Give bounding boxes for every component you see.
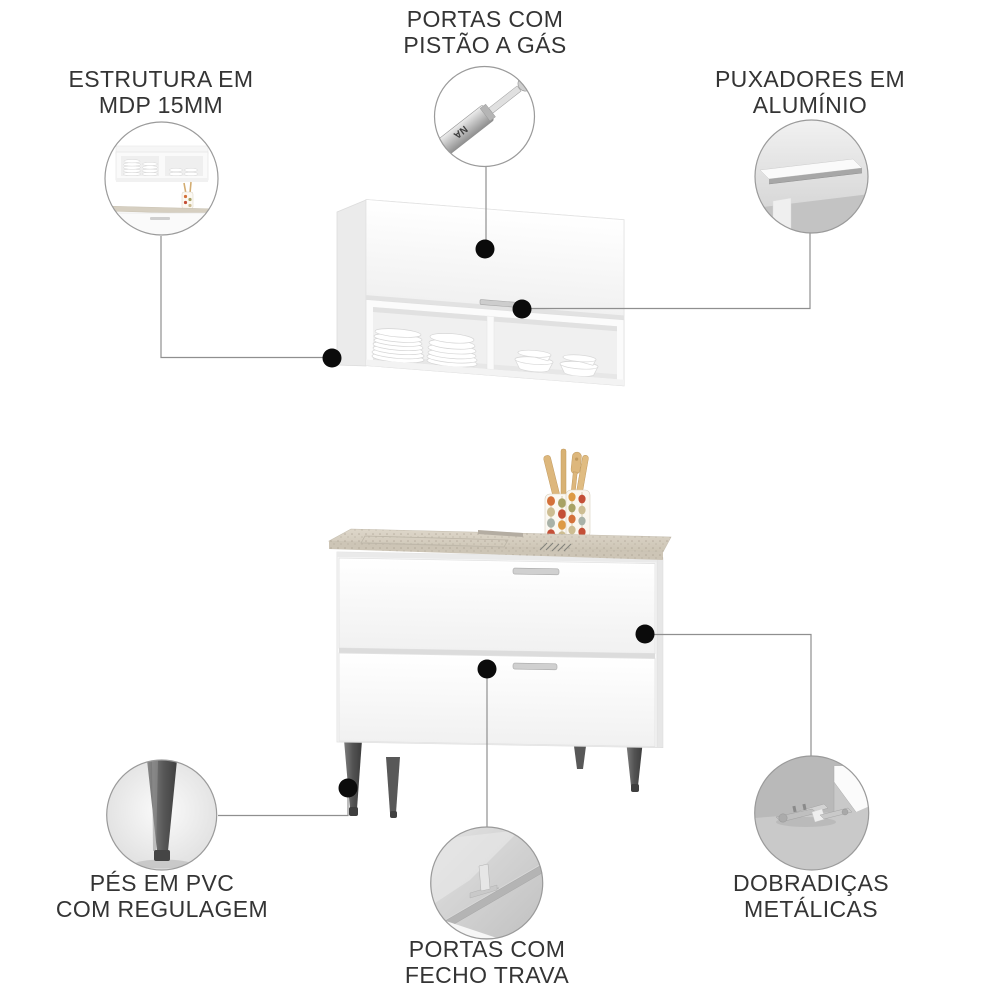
label-structure: ESTRUTURA EM MDP 15MM — [11, 66, 311, 118]
plate-stacks — [371, 328, 478, 368]
pvc-foot-icon — [106, 760, 217, 870]
drawer-gap — [339, 648, 655, 659]
label-gas-piston-line2: PISTÃO A GÁS — [403, 31, 567, 58]
shelf-divider — [486, 315, 495, 370]
wall-cabinet-side-panel — [336, 199, 367, 367]
detail-circle-pvc-feet — [106, 759, 218, 871]
leader-line-pvc-feet — [218, 788, 349, 817]
label-aluminum-handles-line1: PUXADORES EM — [714, 66, 906, 92]
label-metal-hinges: DOBRADIÇAS METÁLICAS — [661, 870, 961, 922]
label-structure-line2: MDP 15MM — [98, 91, 224, 118]
aluminum-handle-top-drawer — [512, 567, 560, 576]
callout-dot-structure — [322, 348, 342, 368]
label-lock-doors: PORTAS COM FECHO TRAVA — [337, 936, 637, 988]
faucet — [478, 530, 523, 537]
label-structure-line1: ESTRUTURA EM — [68, 66, 254, 92]
callout-dot-hinges — [635, 624, 655, 644]
door-gap — [366, 295, 624, 320]
detail-circle-gas-piston: NA — [433, 65, 536, 168]
callout-dots — [322, 239, 655, 798]
label-lock-doors-line1: PORTAS COM — [408, 936, 566, 962]
detail-circle-aluminum-handles — [754, 119, 869, 234]
label-gas-piston-line1: PORTAS COM — [406, 6, 564, 32]
base-cabinet-illustration — [327, 448, 672, 818]
detail-circle-metal-hinges — [754, 755, 870, 871]
callout-dot-feet — [338, 778, 358, 798]
utensil-holder — [543, 448, 591, 543]
label-gas-piston: PORTAS COM PISTÃO A GÁS — [335, 6, 635, 58]
callout-dot-door — [475, 239, 495, 259]
label-lock-doors-line2: FECHO TRAVA — [404, 961, 570, 988]
aluminum-handle-icon — [755, 120, 868, 233]
leader-line-aluminum-handles — [522, 233, 811, 310]
countertop — [327, 528, 672, 560]
drain-grill — [539, 542, 572, 552]
detail-circle-lock-doors — [430, 826, 544, 940]
wall-cabinet-door — [365, 199, 625, 317]
callout-dot-handle — [512, 299, 532, 319]
leader-line-metal-hinges — [645, 633, 812, 756]
drawer-bottom — [338, 652, 656, 747]
wall-cabinet-illustration — [336, 199, 625, 387]
label-aluminum-handles-line2: ALUMÍNIO — [752, 91, 868, 118]
label-aluminum-handles: PUXADORES EM ALUMÍNIO — [660, 66, 960, 118]
bowl-stacks — [514, 349, 599, 377]
aluminum-handle-bottom-drawer — [512, 662, 558, 671]
label-pvc-feet-line2: COM REGULAGEM — [55, 895, 269, 922]
detail-circle-structure — [104, 121, 219, 236]
sink-outline — [360, 535, 509, 548]
wall-cabinet-bottom — [366, 359, 624, 386]
leader-line-structure — [160, 236, 332, 359]
pvc-feet-illustration — [344, 740, 643, 818]
label-pvc-feet: PÉS EM PVC COM REGULAGEM — [12, 870, 312, 922]
label-pvc-feet-line1: PÉS EM PVC — [89, 870, 235, 896]
label-metal-hinges-line1: DOBRADIÇAS — [732, 870, 890, 896]
callout-dot-lock — [477, 659, 497, 679]
drawer-top — [338, 557, 656, 654]
label-metal-hinges-line2: METÁLICAS — [744, 895, 878, 922]
